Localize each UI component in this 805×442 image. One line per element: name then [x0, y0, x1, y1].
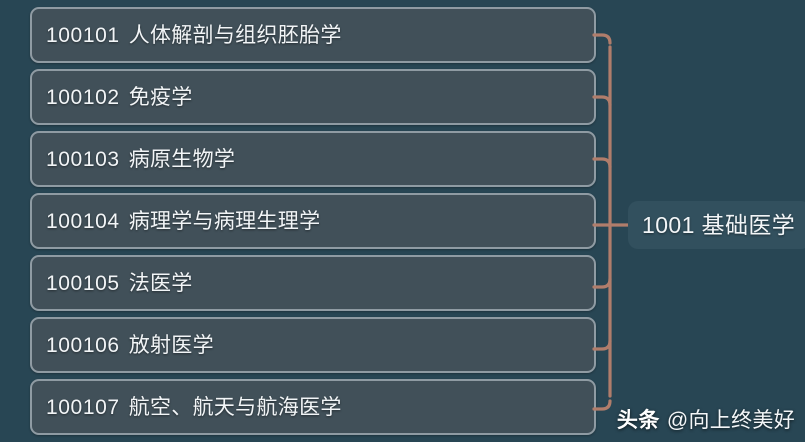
subject-code: 100101 [46, 23, 120, 47]
bracket-connector [592, 33, 634, 411]
subject-card[interactable]: 100101 人体解剖与组织胚胎学 [30, 7, 596, 63]
subject-card-label: 100107 航空、航天与航海医学 [32, 397, 342, 418]
bracket-elbow-1 [592, 33, 612, 45]
bracket-elbow-2 [592, 95, 612, 107]
subject-name: 病理学与病理生理学 [128, 209, 321, 233]
subject-card[interactable]: 100107 航空、航天与航海医学 [30, 379, 596, 435]
subject-card[interactable]: 100102 免疫学 [30, 69, 596, 125]
bracket-elbow-3 [592, 157, 612, 169]
bracket-elbow-6 [592, 339, 612, 351]
subject-card-label: 100101 人体解剖与组织胚胎学 [32, 25, 342, 46]
subject-name: 人体解剖与组织胚胎学 [128, 23, 342, 47]
subject-card[interactable]: 100105 法医学 [30, 255, 596, 311]
subject-card-label: 100105 法医学 [32, 273, 193, 294]
watermark-brand: 头条 [616, 409, 660, 432]
subject-name: 法医学 [128, 271, 193, 295]
subject-name: 免疫学 [128, 85, 193, 109]
subject-name: 航空、航天与航海医学 [128, 395, 342, 419]
group-label-text: 1001 基础医学 [642, 211, 796, 238]
watermark-handle: @向上终美好 [666, 409, 795, 432]
watermark: 头条 @向上终美好 [617, 404, 795, 434]
group-label-chip[interactable]: 1001 基础医学 [628, 201, 805, 249]
subject-card[interactable]: 100104 病理学与病理生理学 [30, 193, 596, 249]
bracket-elbow-7 [592, 399, 612, 411]
bracket-elbow-5 [592, 277, 612, 289]
subject-card-label: 100104 病理学与病理生理学 [32, 211, 320, 232]
subject-code: 100106 [46, 333, 120, 357]
subject-card[interactable]: 100103 病原生物学 [30, 131, 596, 187]
subject-code: 100107 [46, 395, 120, 419]
subject-code: 100104 [46, 209, 120, 233]
subject-name: 放射医学 [128, 333, 214, 357]
subject-code: 100102 [46, 85, 120, 109]
subject-card-label: 100106 放射医学 [32, 335, 214, 356]
subject-code: 100103 [46, 147, 120, 171]
subject-card[interactable]: 100106 放射医学 [30, 317, 596, 373]
subject-card-label: 100103 病原生物学 [32, 149, 235, 170]
subject-code: 100105 [46, 271, 120, 295]
subject-card-label: 100102 免疫学 [32, 87, 193, 108]
subject-name: 病原生物学 [128, 147, 236, 171]
